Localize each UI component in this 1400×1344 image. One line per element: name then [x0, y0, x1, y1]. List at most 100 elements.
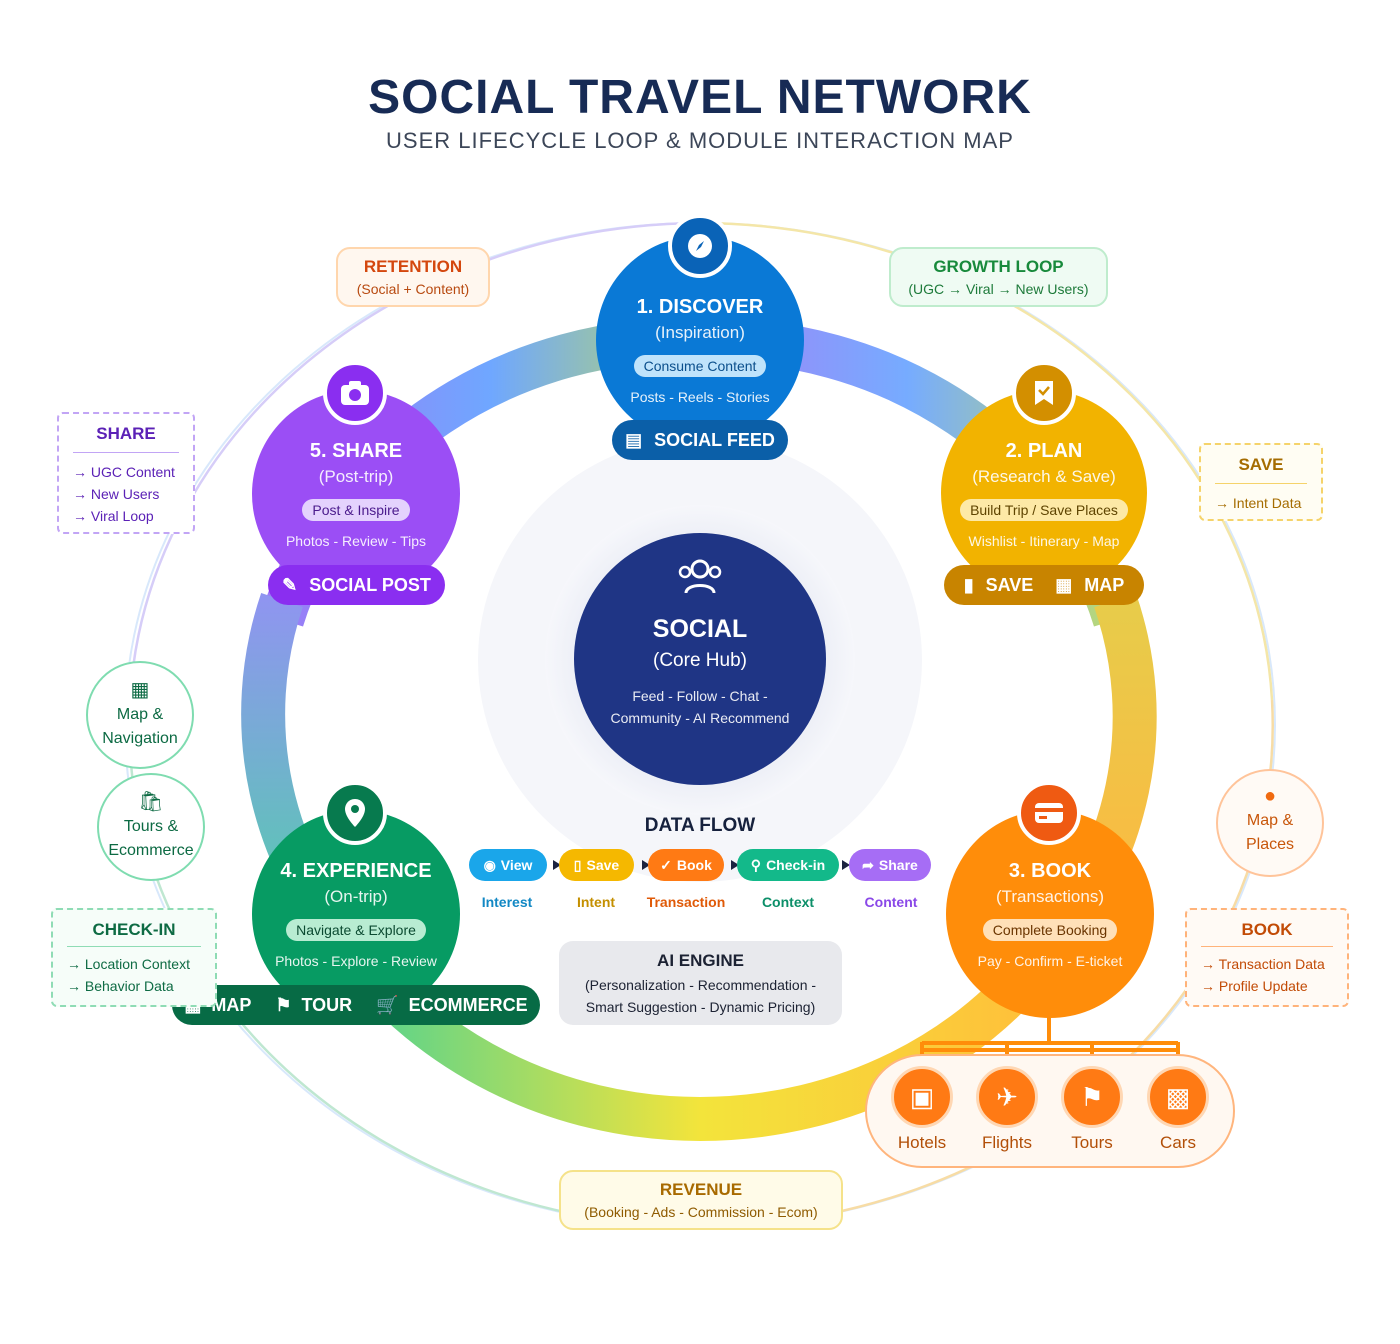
stage-subtitle: (On-trip) — [324, 887, 388, 906]
module-label: SOCIAL POST — [309, 574, 431, 595]
check-circle-icon: ✓ — [660, 856, 672, 873]
service-label-cars: Cars — [1160, 1133, 1196, 1152]
circle-label: Ecommerce — [108, 842, 194, 859]
service-label-tours: Tours — [1071, 1133, 1113, 1152]
module-save-map[interactable]: ▮ SAVE ▦ MAP — [944, 565, 1144, 605]
bookmark-check-icon — [1012, 361, 1076, 425]
stage-subtitle: (Research & Save) — [972, 467, 1116, 486]
revenue-note: REVENUE (Booking - Ads - Commission - Ec… — [559, 1170, 843, 1230]
flow-chip-share: ➦Share — [849, 849, 931, 881]
module-map-label: MAP — [211, 994, 252, 1015]
stage-subtitle: (Inspiration) — [655, 323, 745, 342]
hub-title: SOCIAL — [652, 615, 748, 643]
chip-label: Save — [586, 857, 620, 873]
tours-ecommerce-circle[interactable]: 🛍 Tours & Ecommerce — [97, 773, 205, 881]
service-label-flights: Flights — [981, 1133, 1033, 1152]
box-item: → Intent Data — [1215, 495, 1302, 511]
box-item: → Profile Update — [1201, 978, 1308, 994]
stage-title: 5. SHARE — [309, 440, 403, 462]
note-sub: (Booking - Ads - Commission - Ecom) — [584, 1204, 818, 1220]
post-icon: ✎ — [282, 574, 298, 595]
cart-icon: 🛒 — [376, 994, 399, 1015]
plane-icon[interactable]: ✈ — [976, 1066, 1038, 1128]
hub-features-2: Community - AI Recommend — [610, 710, 790, 726]
flag-icon: ⚑ — [275, 994, 292, 1015]
shopping-bag-icon: 🛍 — [138, 791, 164, 813]
map-places-circle[interactable]: ● Map & Places — [1216, 769, 1324, 877]
module-social-feed[interactable]: ▤ SOCIAL FEED — [612, 420, 788, 460]
note-sub: (UGC → Viral → New Users) — [908, 281, 1089, 297]
stage-title: 1. DISCOVER — [636, 296, 764, 318]
stage-pill: Consume Content — [633, 355, 767, 377]
stage-pill: Post & Inspire — [302, 499, 410, 521]
stage-pill: Build Trip / Save Places — [960, 499, 1128, 521]
stage-items: Pay - Confirm - E-ticket — [977, 953, 1123, 969]
module-save-label: SAVE — [985, 574, 1034, 595]
page-subtitle: USER LIFECYCLE LOOP & MODULE INTERACTION… — [386, 128, 1014, 153]
module-tour-label: TOUR — [301, 994, 353, 1015]
box-item: → Transaction Data — [1201, 956, 1325, 972]
pin-icon: ⚲ — [750, 856, 762, 873]
module-map-label: MAP — [1084, 574, 1125, 595]
retention-note: RETENTION (Social + Content) — [336, 247, 490, 307]
hotel-icon[interactable]: ▣ — [891, 1066, 953, 1128]
service-label-hotels: Hotels — [897, 1133, 947, 1152]
hub-features-1: Feed - Follow - Chat - — [632, 688, 768, 704]
flag-icon[interactable]: ⚑ — [1061, 1066, 1123, 1128]
module-label: SOCIAL FEED — [654, 429, 775, 450]
box-title: SAVE — [1215, 455, 1307, 484]
social-core-hub[interactable]: SOCIAL (Core Hub) Feed - Follow - Chat -… — [574, 533, 826, 785]
ai-engine-line2: Smart Suggestion - Dynamic Pricing) — [585, 999, 816, 1015]
chip-label: Check-in — [766, 857, 826, 873]
flow-chip-checkin: ⚲Check-in — [737, 849, 839, 881]
circle-label: Navigation — [102, 730, 178, 747]
flow-label-context: Context — [761, 894, 815, 910]
data-flow-title: DATA FLOW — [644, 815, 756, 836]
stage-title: 4. EXPERIENCE — [280, 860, 432, 882]
book-data-box: BOOK → Transaction Data → Profile Update — [1185, 908, 1349, 1007]
share-icon: ➦ — [862, 856, 874, 873]
car-icon[interactable]: ▩ — [1147, 1066, 1209, 1128]
credit-card-icon — [1017, 781, 1081, 845]
bookmark-icon: ▯ — [573, 856, 582, 873]
camera-icon — [323, 361, 387, 425]
feed-icon: ▤ — [625, 429, 643, 450]
map-icon: ▦ — [130, 679, 150, 701]
flow-label-interest: Interest — [481, 894, 533, 910]
stage-items: Photos - Review - Tips — [285, 533, 427, 549]
module-ecommerce-label: ECOMMERCE — [408, 994, 528, 1015]
flow-label-content: Content — [864, 894, 918, 910]
ai-engine-box: AI ENGINE (Personalization - Recommendat… — [559, 941, 842, 1025]
box-item: → Location Context — [67, 956, 190, 972]
stage-title: 3. BOOK — [1008, 860, 1092, 882]
ai-engine-title: AI ENGINE — [657, 951, 744, 970]
chip-label: Book — [676, 857, 712, 873]
eye-icon: ◉ — [483, 856, 496, 873]
note-title: RETENTION — [363, 257, 463, 276]
flow-label-transaction: Transaction — [646, 894, 726, 910]
box-item: → Behavior Data — [67, 978, 174, 994]
location-pin-icon — [323, 781, 387, 845]
flow-chip-save: ▯Save — [559, 849, 634, 881]
flow-chip-view: ◉View — [469, 849, 547, 881]
map-icon: ▦ — [1055, 574, 1073, 595]
stage-plan[interactable]: 2. PLAN (Research & Save) Build Trip / S… — [941, 390, 1147, 596]
stage-pill: Navigate & Explore — [286, 919, 426, 941]
stage-subtitle: (Post-trip) — [318, 467, 394, 486]
stage-items: Wishlist - Itinerary - Map — [968, 533, 1120, 549]
circle-label: Map & — [1246, 812, 1294, 829]
hub-subtitle: (Core Hub) — [653, 650, 747, 671]
checkin-data-box: CHECK-IN → Location Context → Behavior D… — [51, 908, 217, 1007]
save-data-box: SAVE → Intent Data — [1199, 443, 1323, 521]
chip-label: View — [500, 857, 533, 873]
box-item: → UGC Content — [73, 464, 175, 480]
stage-subtitle: (Transactions) — [995, 887, 1104, 906]
map-navigation-circle[interactable]: ▦ Map & Navigation — [86, 661, 194, 769]
box-item: → Viral Loop — [73, 508, 154, 524]
module-social-post[interactable]: ✎ SOCIAL POST — [268, 565, 445, 605]
circle-label: Tours & — [123, 818, 179, 835]
chip-label: Share — [878, 857, 918, 873]
compass-icon — [668, 214, 732, 278]
box-item: → New Users — [73, 486, 160, 502]
module-map-tour-ecommerce[interactable]: ▦ MAP ⚑ TOUR 🛒 ECOMMERCE — [172, 985, 540, 1025]
